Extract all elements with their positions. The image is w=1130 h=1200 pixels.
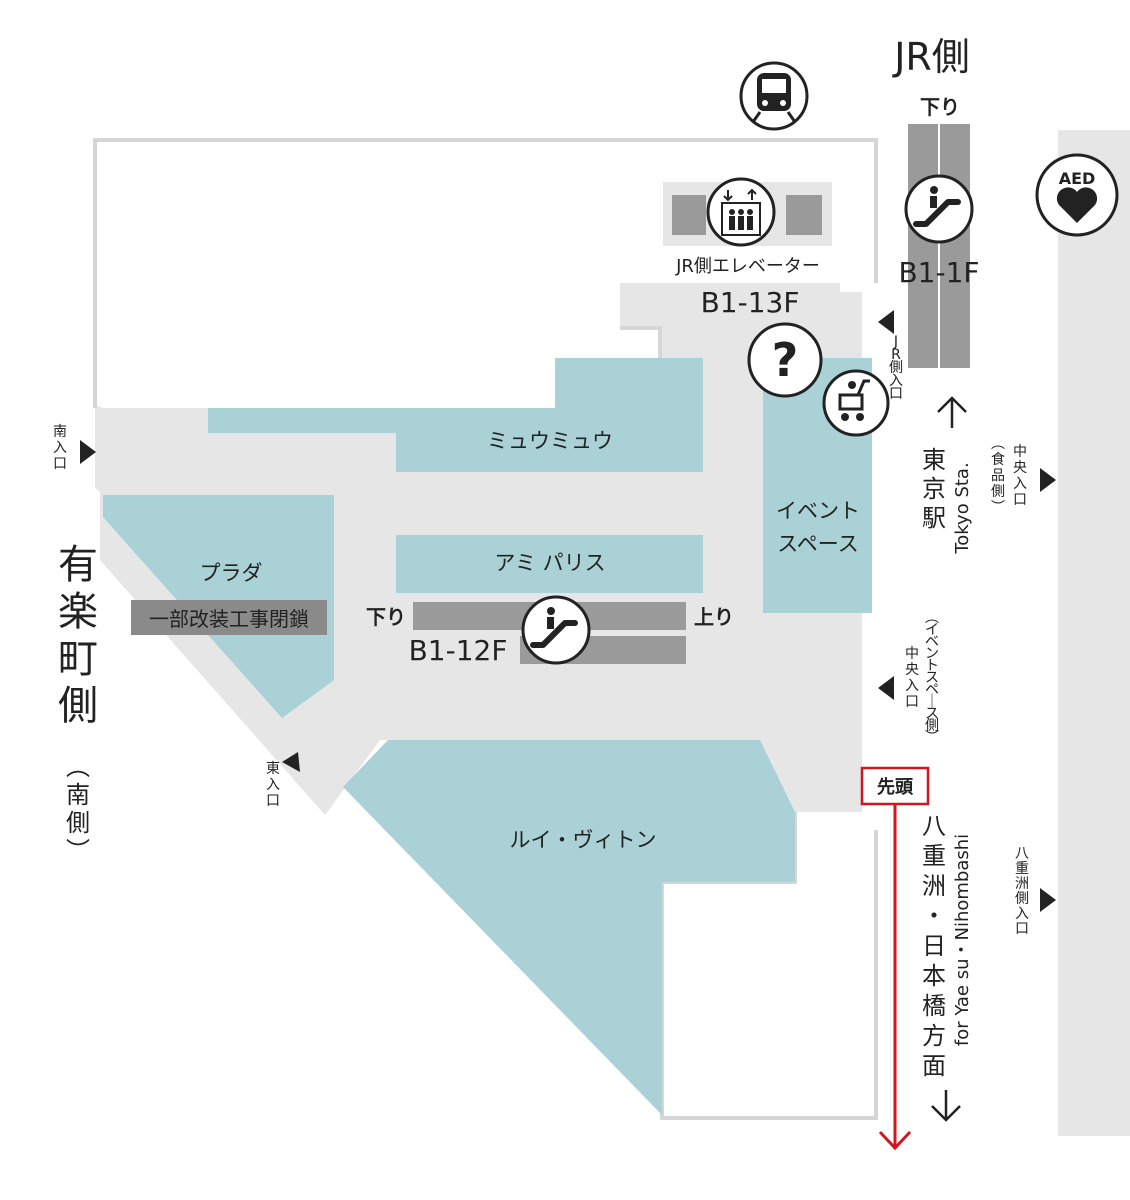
vertical-label: 南入口: [53, 424, 67, 472]
aed-icon: AED: [1035, 153, 1119, 237]
lead-marker: 先頭: [860, 766, 930, 1151]
yurakucho-side-title: 有楽町側 ︵南側︶: [58, 542, 98, 865]
yaesu-direction: 八重洲・日本橋方面 for Yae su・Nihombashi: [922, 812, 973, 1122]
store-louis-vuitton: [343, 740, 795, 1115]
center-escalator-floors: B1-12F: [409, 634, 508, 667]
escalator-icon: [904, 174, 974, 244]
label-event-space-2: スペース: [777, 532, 858, 556]
entrance-east: 東入口: [266, 752, 300, 809]
vertical-label: 八重洲・日本橋方面: [922, 812, 946, 1080]
label-plaza: プラダ: [200, 561, 263, 585]
escalator-jr: [908, 124, 970, 368]
store-ami-paris: [396, 535, 703, 593]
jr-side-title: JR側: [892, 35, 970, 79]
tokyo-station-direction: 東京駅 Tokyo Sta.: [922, 396, 973, 555]
svg-text:先頭: 先頭: [877, 776, 914, 798]
svg-text:AED: AED: [1059, 169, 1096, 188]
escalator-icon: [521, 595, 591, 665]
vertical-label: 中央入口: [1013, 444, 1027, 508]
center-escalator-down: 下り: [366, 605, 406, 629]
yaesu-en: for Yae su・Nihombashi: [952, 834, 973, 1046]
entrance-central-event: 中央入口 ︵イベントスペ｜ス側︶: [878, 610, 939, 746]
corridor-blocks: [1058, 130, 1130, 1136]
label-miu-miu: ミュウミュウ: [487, 429, 613, 453]
vertical-label: 東入口: [266, 761, 280, 809]
svg-text:?: ?: [772, 333, 799, 387]
vertical-label: 中央入口: [905, 646, 919, 710]
information-icon: ?: [747, 322, 823, 398]
vertical-label: 東京駅: [922, 446, 946, 532]
store-miu-miu: [208, 358, 703, 472]
entrance-south: 南入口: [53, 424, 96, 472]
jr-escalator-down: 下り: [920, 95, 960, 119]
closure-notice: 一部改装工事閉鎖: [149, 607, 309, 631]
label-ami-paris: アミ パリス: [494, 551, 605, 575]
vertical-label: 有楽町側: [58, 542, 98, 729]
elevator-floors: B1-13F: [701, 286, 800, 319]
entrance-yaesu: 八重洲側入口: [1015, 846, 1056, 937]
stroller-icon: [822, 369, 890, 437]
vertical-label: 八重洲側入口: [1015, 846, 1029, 937]
jr-escalator-floors: B1-1F: [898, 256, 979, 289]
center-escalator-up: 上り: [694, 605, 734, 629]
vertical-label: ︵食品側︶: [991, 436, 1005, 516]
elevator-name: JR側エレベーター: [675, 256, 820, 277]
tokyo-sta-en: Tokyo Sta.: [952, 462, 973, 554]
vertical-label: ︵南側︶: [66, 753, 90, 865]
train-icon: [739, 61, 809, 131]
elevator-shafts: [672, 195, 822, 235]
elevator-icon: [706, 177, 776, 247]
store-areas: [103, 358, 872, 1115]
label-event-space-1: イベント: [776, 499, 860, 523]
label-louis-vuitton: ルイ・ヴィトン: [510, 828, 657, 852]
vertical-label: ︵イベントスペ｜ス側︶: [925, 610, 939, 746]
closure-notice-box: [131, 600, 327, 635]
entrance-central-food: ︵食品側︶ 中央入口: [991, 436, 1056, 516]
